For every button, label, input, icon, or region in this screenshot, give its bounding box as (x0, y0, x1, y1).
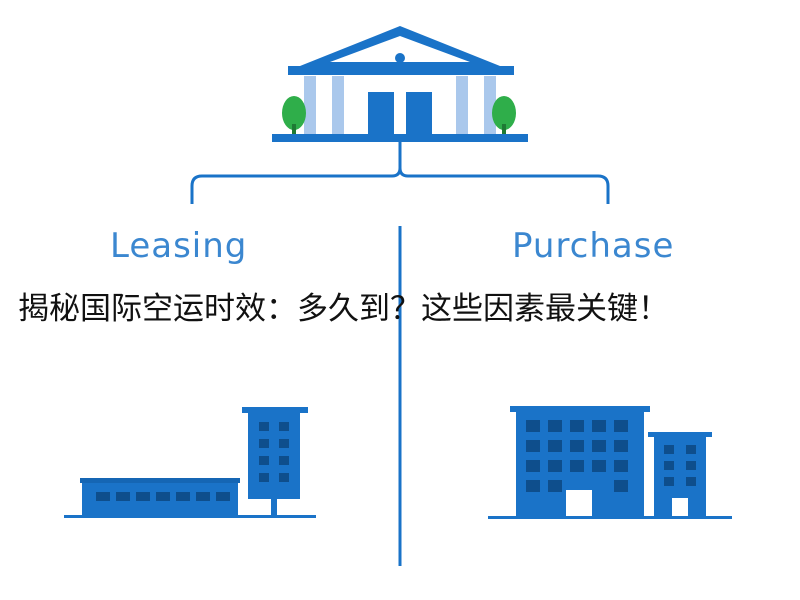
ground-line-left (64, 515, 316, 518)
bank-base (272, 134, 528, 142)
large-building-door (566, 490, 592, 516)
tall-building (248, 413, 300, 499)
bank-column (456, 76, 468, 134)
low-building-roof (80, 478, 240, 483)
large-building-windows (526, 420, 628, 492)
tall-building-roof (242, 407, 308, 413)
ground-line-right (488, 516, 732, 519)
small-building-windows (664, 445, 696, 486)
tree-left-trunk (292, 124, 296, 136)
purchased-buildings-icon (488, 406, 732, 519)
tree-right-trunk (502, 124, 506, 136)
tree-right-icon (492, 96, 516, 130)
bank-roof-ornament (395, 53, 405, 63)
tree-left-icon (282, 96, 306, 130)
leasing-label: Leasing (110, 226, 248, 266)
tall-building-windows (259, 422, 289, 482)
bank-door (406, 92, 432, 134)
connector-right-branch (398, 167, 610, 204)
small-building-roof (648, 432, 712, 437)
connector-left-branch (190, 167, 402, 204)
bank-column (304, 76, 316, 134)
tall-building-stilt (271, 499, 277, 515)
bank-column (332, 76, 344, 134)
bank-door (368, 92, 394, 134)
small-building-door (672, 498, 688, 516)
bank-roof-inner (330, 36, 470, 62)
branch-connector (190, 142, 610, 204)
bank-icon (272, 26, 528, 142)
headline-overlay: 揭秘国际空运时效：多久到？这些因素最关键！ (18, 291, 669, 327)
purchase-label: Purchase (512, 226, 675, 266)
large-building-roof (510, 406, 650, 412)
leased-buildings-icon (64, 407, 316, 518)
low-building-windows (96, 492, 230, 501)
bank-entablature (288, 66, 514, 75)
